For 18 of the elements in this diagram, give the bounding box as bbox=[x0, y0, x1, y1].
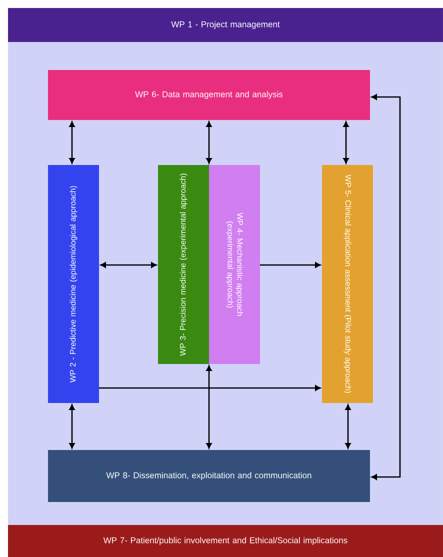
process-box: WP 4- Mechanistic approach (experimental approach) bbox=[209, 165, 260, 364]
process-box: WP 8- Dissemination, exploitation and communication bbox=[48, 450, 370, 502]
arrow bbox=[100, 262, 157, 268]
footer-band: WP 7- Patient/public involvement and Ethical/Social implications bbox=[8, 525, 443, 557]
arrow bbox=[260, 262, 321, 268]
arrow bbox=[343, 121, 349, 164]
arrow bbox=[69, 404, 75, 449]
header-band: WP 1 - Project management bbox=[8, 8, 443, 42]
arrow bbox=[206, 121, 212, 164]
arrow bbox=[206, 365, 212, 449]
process-box: WP 5- Clinical application assessment (Pilot study approach) bbox=[322, 165, 373, 403]
arrow bbox=[99, 385, 321, 391]
arrow bbox=[371, 94, 401, 480]
arrow bbox=[69, 121, 75, 164]
process-box: WP 3- Precision medicine (experimental approach) bbox=[158, 165, 209, 364]
process-box: WP 2 - Predictive medicine (epidemiological approach) bbox=[48, 165, 99, 403]
arrow bbox=[345, 404, 351, 449]
process-box: WP 6- Data management and analysis bbox=[48, 70, 370, 120]
